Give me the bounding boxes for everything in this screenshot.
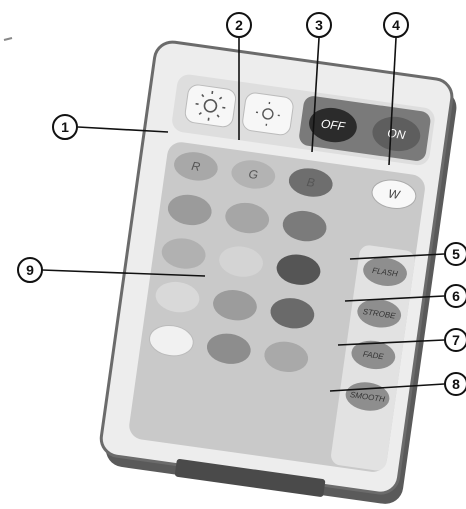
callout-9: 9 — [17, 257, 43, 283]
green-button[interactable]: G — [230, 158, 277, 192]
corner-mark — [3, 37, 13, 41]
brightness-down-icon — [255, 101, 280, 126]
callout-8: 8 — [444, 372, 466, 396]
color-button[interactable] — [223, 200, 271, 236]
callout-7: 7 — [444, 328, 466, 352]
color-button[interactable] — [217, 244, 265, 280]
leader-line-1 — [77, 126, 169, 133]
leader-lines — [41, 37, 445, 392]
leader-line-7 — [337, 339, 445, 346]
leader-line-6 — [344, 295, 445, 302]
callout-1-label: 1 — [61, 119, 69, 135]
callout-5: 5 — [444, 242, 466, 266]
strobe-button[interactable]: STROBE — [355, 296, 402, 330]
callout-5-label: 5 — [452, 246, 460, 262]
callout-8-label: 8 — [452, 376, 460, 392]
callout-1: 1 — [52, 114, 78, 140]
leader-line-9 — [41, 269, 206, 277]
callout-3: 3 — [306, 12, 332, 38]
callout-2: 2 — [226, 12, 252, 38]
leader-line-8 — [329, 383, 445, 392]
color-button[interactable] — [148, 323, 196, 359]
callout-2-label: 2 — [235, 17, 243, 33]
callout-6: 6 — [444, 284, 466, 308]
white-button[interactable]: W — [370, 177, 417, 211]
on-label: ON — [386, 126, 406, 142]
red-button[interactable]: R — [172, 149, 219, 183]
white-label: W — [387, 186, 402, 202]
color-button[interactable] — [166, 192, 214, 228]
color-button[interactable] — [269, 295, 317, 331]
leader-line-4 — [388, 37, 397, 166]
color-button[interactable] — [160, 236, 208, 272]
off-button[interactable]: OFF — [307, 105, 359, 145]
brightness-up-button[interactable] — [184, 84, 237, 128]
green-label: G — [248, 167, 259, 182]
color-button[interactable] — [262, 339, 310, 375]
color-button[interactable] — [154, 279, 202, 315]
red-label: R — [191, 159, 202, 174]
callout-9-label: 9 — [26, 262, 34, 278]
callout-7-label: 7 — [452, 332, 460, 348]
callout-4: 4 — [383, 12, 409, 38]
flash-label: FLASH — [372, 266, 399, 279]
off-label: OFF — [320, 116, 346, 133]
fade-label: FADE — [362, 350, 384, 362]
color-button[interactable] — [211, 287, 259, 323]
brightness-up-icon — [195, 90, 226, 121]
color-button[interactable] — [281, 208, 329, 244]
remote-body: OFF ON R G B W — [99, 40, 457, 504]
blue-label: B — [306, 175, 316, 190]
color-button[interactable] — [275, 252, 323, 288]
blue-button[interactable]: B — [287, 166, 334, 200]
callout-4-label: 4 — [392, 17, 400, 33]
callout-3-label: 3 — [315, 17, 323, 33]
brightness-down-button[interactable] — [241, 92, 294, 136]
battery-slot — [174, 458, 326, 497]
flash-button[interactable]: FLASH — [361, 255, 408, 289]
leader-line-3 — [311, 37, 320, 153]
color-button[interactable] — [205, 331, 253, 367]
callout-6-label: 6 — [452, 288, 460, 304]
fade-button[interactable]: FADE — [350, 338, 397, 372]
leader-line-5 — [349, 253, 445, 260]
